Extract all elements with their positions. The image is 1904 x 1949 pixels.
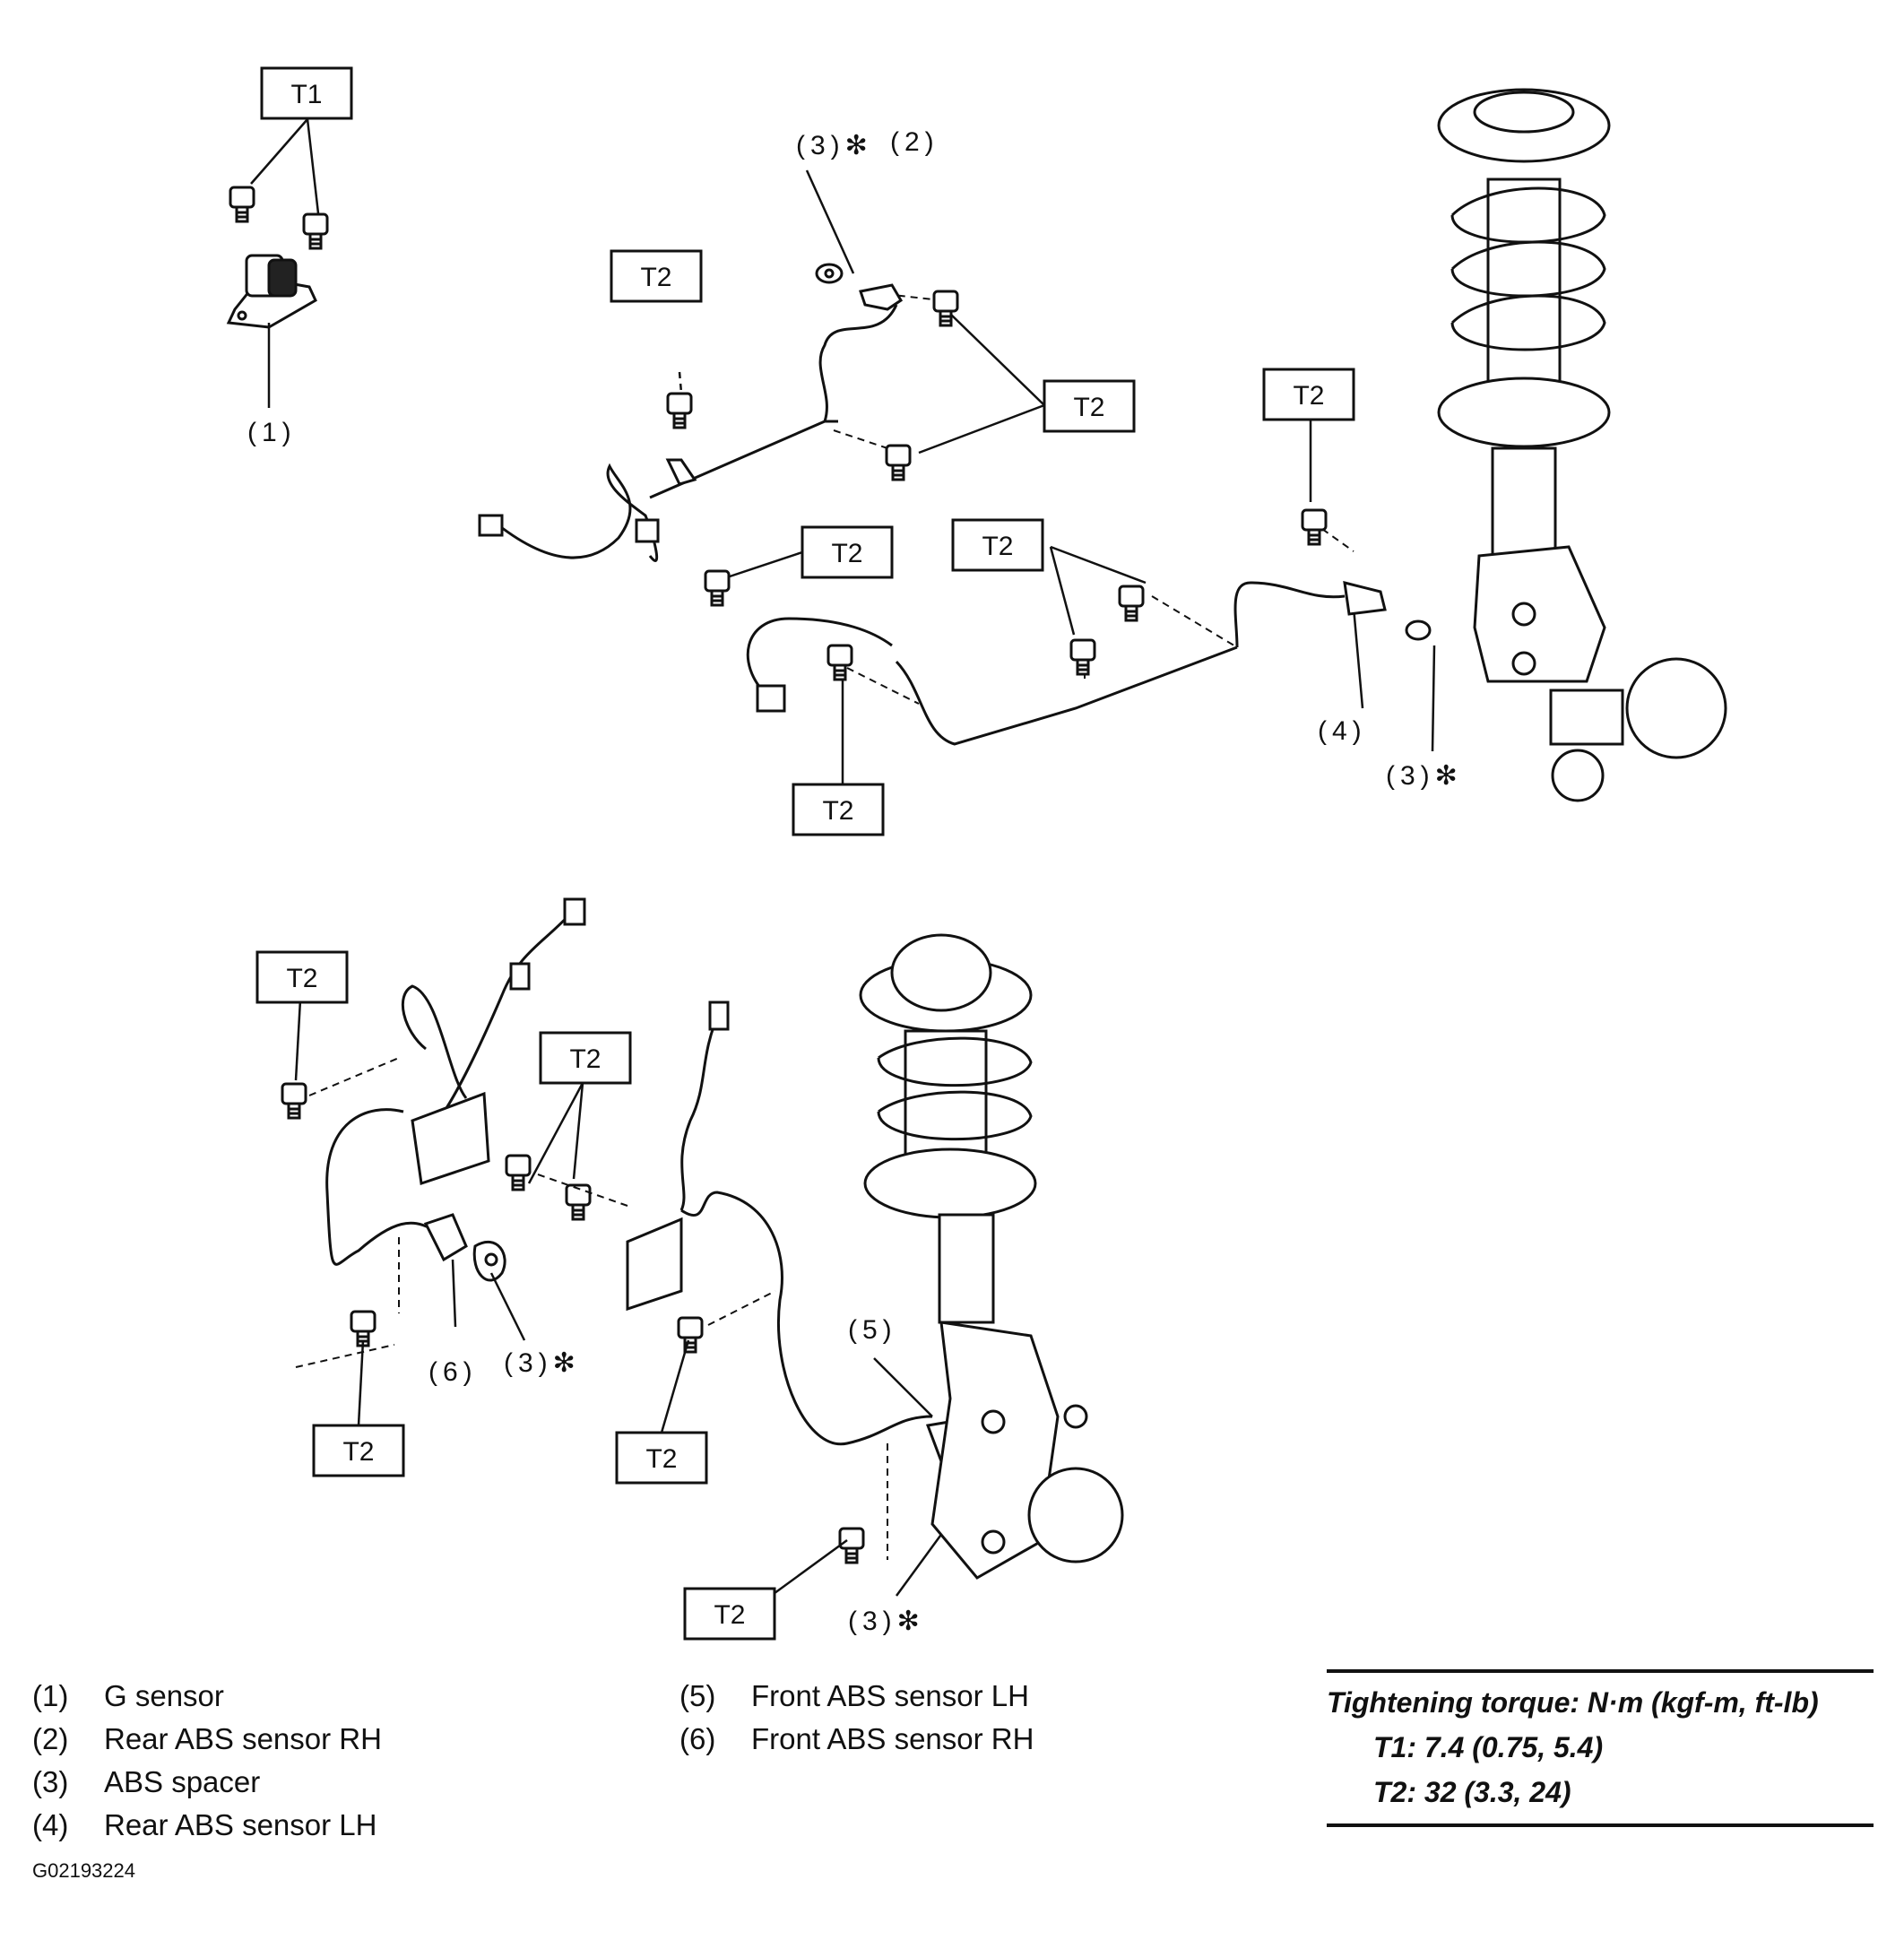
callout-t1: T1 xyxy=(290,80,322,109)
legend-item: (1) G sensor xyxy=(32,1675,382,1718)
callout-t2: T2 xyxy=(982,532,1013,561)
callout-t2: T2 xyxy=(645,1444,677,1474)
figure-id: G02193224 xyxy=(32,1859,135,1882)
legend-label: ABS spacer xyxy=(104,1765,261,1798)
g-sensor xyxy=(226,254,317,329)
callout-3: (3)✻ xyxy=(1386,761,1463,791)
legend-item: (5) Front ABS sensor LH xyxy=(679,1675,1034,1718)
rear-strut-assembly xyxy=(1437,88,1727,802)
callout-t2: T2 xyxy=(831,539,862,568)
legend-num: (1) xyxy=(32,1679,69,1712)
legend-num: (6) xyxy=(679,1722,716,1755)
front-strut-assembly xyxy=(859,933,1124,1580)
callout-t2: T2 xyxy=(714,1600,745,1630)
callout-t2: T2 xyxy=(569,1044,601,1074)
legend-label: G sensor xyxy=(104,1679,224,1712)
legend-item: (3) ABS spacer xyxy=(32,1761,382,1804)
callout-t2: T2 xyxy=(286,964,317,993)
callout-6: (6) xyxy=(428,1357,478,1387)
callout-1: (1) xyxy=(247,418,297,447)
legend-item: (4) Rear ABS sensor LH xyxy=(32,1804,382,1847)
legend-right: (5) Front ABS sensor LH (6) Front ABS sens… xyxy=(679,1675,1034,1761)
legend-label: Front ABS sensor LH xyxy=(751,1679,1029,1712)
callout-t2: T2 xyxy=(640,263,671,292)
callout-2: (2) xyxy=(890,127,939,157)
callout-t2: T2 xyxy=(342,1437,374,1467)
legend-item: (2) Rear ABS sensor RH xyxy=(32,1718,382,1761)
legend-item: (6) Front ABS sensor RH xyxy=(679,1718,1034,1761)
legend-num: (2) xyxy=(32,1722,69,1755)
rear-lh-harness xyxy=(746,581,1432,746)
torque-spec-box: Tightening torque: N·m (kgf-m, ft-lb) T1… xyxy=(1327,1669,1874,1827)
torque-top-rule xyxy=(1327,1669,1874,1673)
torque-t2: T2: 32 (3.3, 24) xyxy=(1373,1776,1571,1808)
legend-label: Front ABS sensor RH xyxy=(751,1722,1034,1755)
legend-label: Rear ABS sensor LH xyxy=(104,1808,377,1841)
legend-left: (1) G sensor (2) Rear ABS sensor RH (3) ABS… xyxy=(32,1675,382,1847)
legend-label: Rear ABS sensor RH xyxy=(104,1722,382,1755)
callout-t2: T2 xyxy=(1293,381,1324,411)
abs-sensor-diagram xyxy=(226,88,1727,1598)
callout-5: (5) xyxy=(848,1315,897,1345)
callout-layer: T1 T2 T2 T2 T2 T2 T2 T2 T2 T2 T2 T2 (1) … xyxy=(247,66,1463,1641)
legend-num: (4) xyxy=(32,1808,69,1841)
torque-t1: T1: 7.4 (0.75, 5.4) xyxy=(1373,1731,1604,1763)
legend-num: (5) xyxy=(679,1679,716,1712)
torque-bottom-rule xyxy=(1327,1823,1874,1827)
legend-num: (3) xyxy=(32,1765,69,1798)
front-rh-harness xyxy=(325,897,586,1282)
callout-t2: T2 xyxy=(1073,393,1104,422)
torque-heading: Tightening torque: N·m (kgf-m, ft-lb) xyxy=(1327,1686,1819,1719)
rear-rh-harness xyxy=(478,304,898,562)
callout-3: (3)✻ xyxy=(848,1607,925,1636)
callout-3: (3)✻ xyxy=(796,131,873,160)
callout-3: (3)✻ xyxy=(504,1348,581,1378)
callout-4: (4) xyxy=(1318,716,1367,746)
rear-abs-sensor-rh xyxy=(815,263,904,311)
callout-t2: T2 xyxy=(822,796,853,826)
